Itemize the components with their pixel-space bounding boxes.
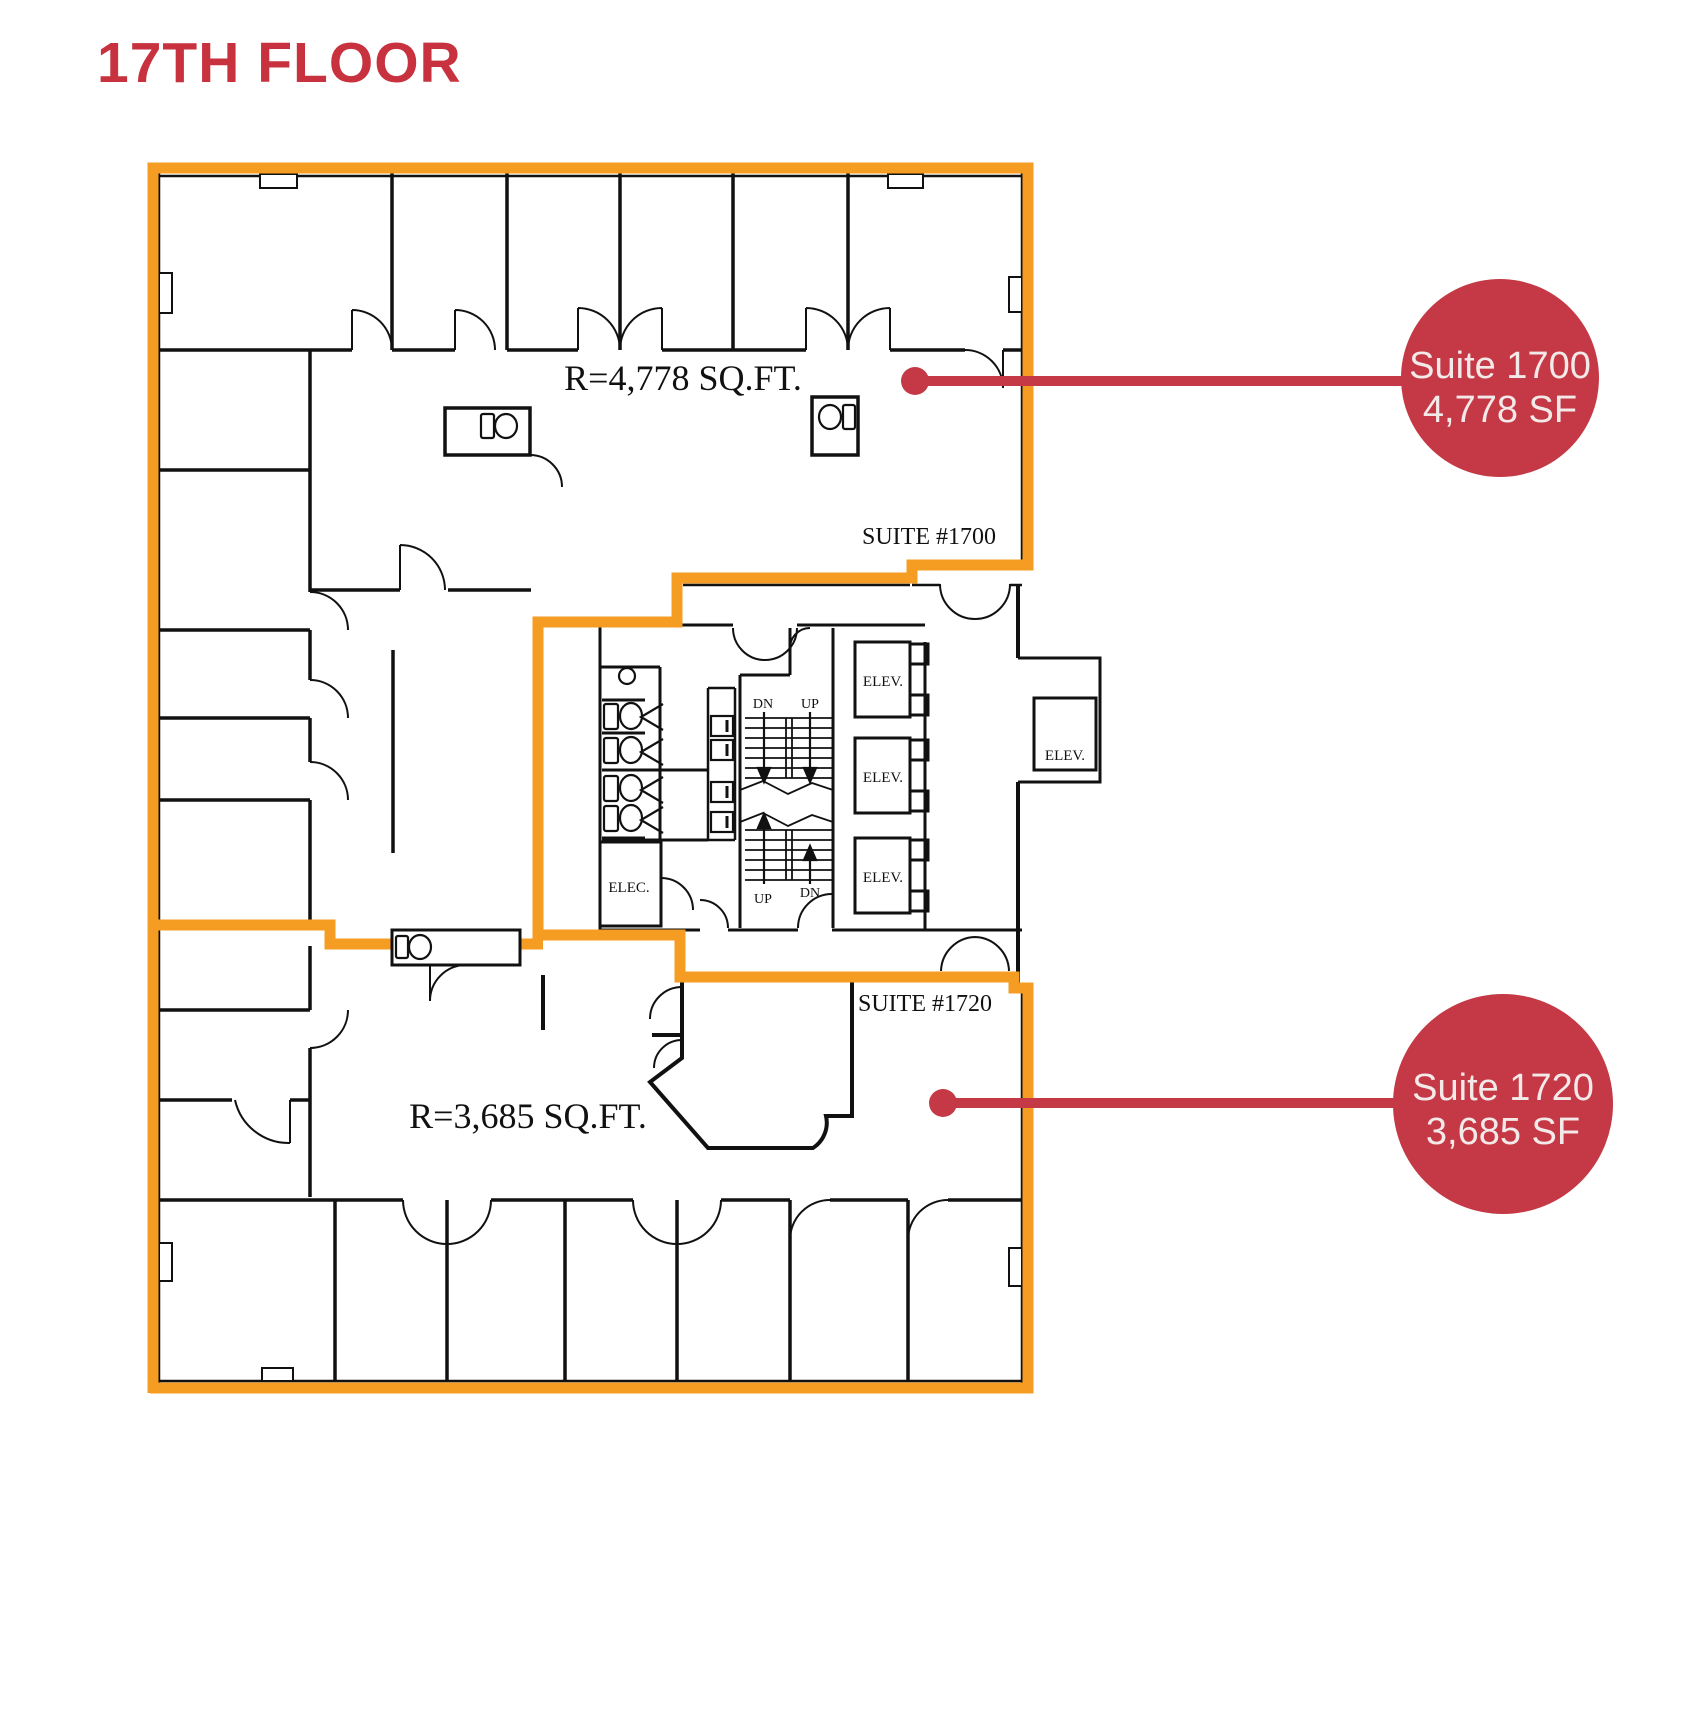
- page-title: 17TH FLOOR: [97, 31, 462, 95]
- suite-1700-outline: [147, 162, 1034, 1393]
- badge-suite-name: Suite 1700: [1409, 345, 1591, 387]
- elevator-label-4: ELEV.: [1045, 748, 1085, 764]
- elevator-label-3: ELEV.: [863, 870, 903, 886]
- plan-labels: R=4,778 SQ.FT. SUITE #1700 SUITE #1720 R…: [409, 358, 1085, 1136]
- stair-treads: [739, 717, 834, 881]
- drinking-fountain-icon: [617, 666, 637, 686]
- callout-badge: [1401, 279, 1599, 477]
- badge-suite-area: 4,778 SF: [1423, 389, 1577, 431]
- stair-arrows: [756, 712, 818, 884]
- core-walls: [390, 623, 1102, 1030]
- callout-dot: [901, 367, 929, 395]
- suite-1720-label: SUITE #1720: [858, 991, 992, 1017]
- bathroom-fixtures: [394, 403, 857, 961]
- elevator-label-1: ELEV.: [863, 674, 903, 690]
- exterior-walls: [157, 172, 1024, 1384]
- badge-suite-area: 3,685 SF: [1426, 1111, 1580, 1153]
- callout-dot: [929, 1089, 957, 1117]
- suite-1720-outline: [150, 929, 1034, 1394]
- callout-suite-1700: Suite 1700 4,778 SF: [901, 279, 1599, 477]
- badge-suite-name: Suite 1720: [1412, 1067, 1594, 1109]
- callout-badge: [1393, 994, 1613, 1214]
- elevator-label-2: ELEV.: [863, 770, 903, 786]
- suite-1720-interior-walls: [157, 946, 1024, 1381]
- stair-dn-upper-label: DN: [753, 697, 773, 712]
- stair-up-upper-label: UP: [801, 697, 819, 712]
- toilet-room-overlay: [390, 928, 522, 967]
- electrical-room-label: ELEC.: [608, 880, 649, 896]
- suite-1700-label: SUITE #1700: [862, 524, 996, 550]
- sink-icons: [709, 714, 735, 834]
- wall-notches: [158, 173, 1023, 1382]
- suite-1700-interior-walls: [157, 172, 1024, 985]
- stair-up-lower-label: UP: [754, 892, 772, 907]
- toilet-icon: [479, 412, 519, 440]
- stair-dn-lower-label: DN: [800, 886, 820, 901]
- toilet-icon: [817, 403, 857, 431]
- suite-1720-area-label: R=3,685 SQ.FT.: [409, 1096, 647, 1136]
- elevator-shafts: [853, 640, 1098, 915]
- callout-suite-1720: Suite 1720 3,685 SF: [929, 994, 1613, 1214]
- suite-1700-area-label: R=4,778 SQ.FT.: [564, 358, 802, 398]
- toilet-icon: [602, 701, 644, 833]
